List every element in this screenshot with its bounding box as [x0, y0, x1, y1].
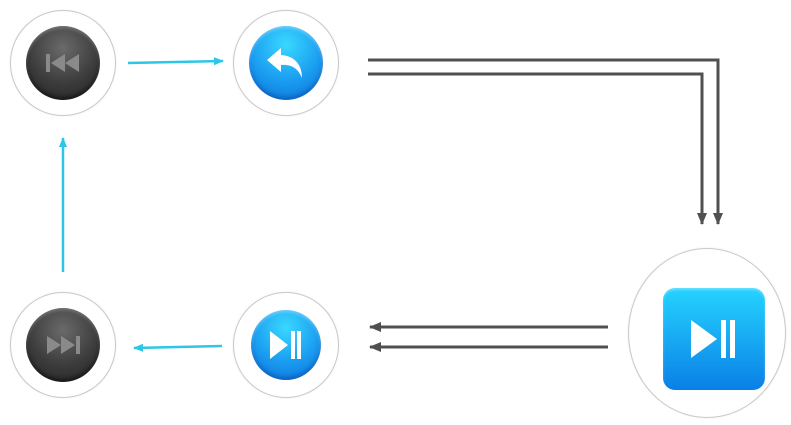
- previous-button-disc: [26, 26, 100, 100]
- play-pause-large-button-face: [663, 288, 765, 390]
- undo-button[interactable]: [233, 10, 339, 116]
- play-pause-button-disc: [251, 310, 321, 380]
- previous-button[interactable]: [10, 10, 116, 116]
- play-pause-button[interactable]: [233, 292, 339, 398]
- arrow-undo-to-play-pause-large: [368, 58, 723, 225]
- play-pause-icon: [270, 330, 302, 360]
- play-pause-icon: [691, 318, 737, 360]
- arrow-play-pause-to-next: [133, 343, 223, 352]
- arrow-previous-to-undo: [127, 57, 224, 66]
- play-pause-large-button[interactable]: [628, 248, 786, 418]
- skip-next-icon: [46, 334, 80, 356]
- undo-button-disc: [249, 26, 323, 100]
- next-button-disc: [26, 308, 100, 382]
- undo-icon: [266, 45, 306, 81]
- skip-previous-icon: [46, 52, 80, 74]
- next-button[interactable]: [10, 292, 116, 398]
- arrow-play-pause-large-to-play-pause: [369, 322, 608, 352]
